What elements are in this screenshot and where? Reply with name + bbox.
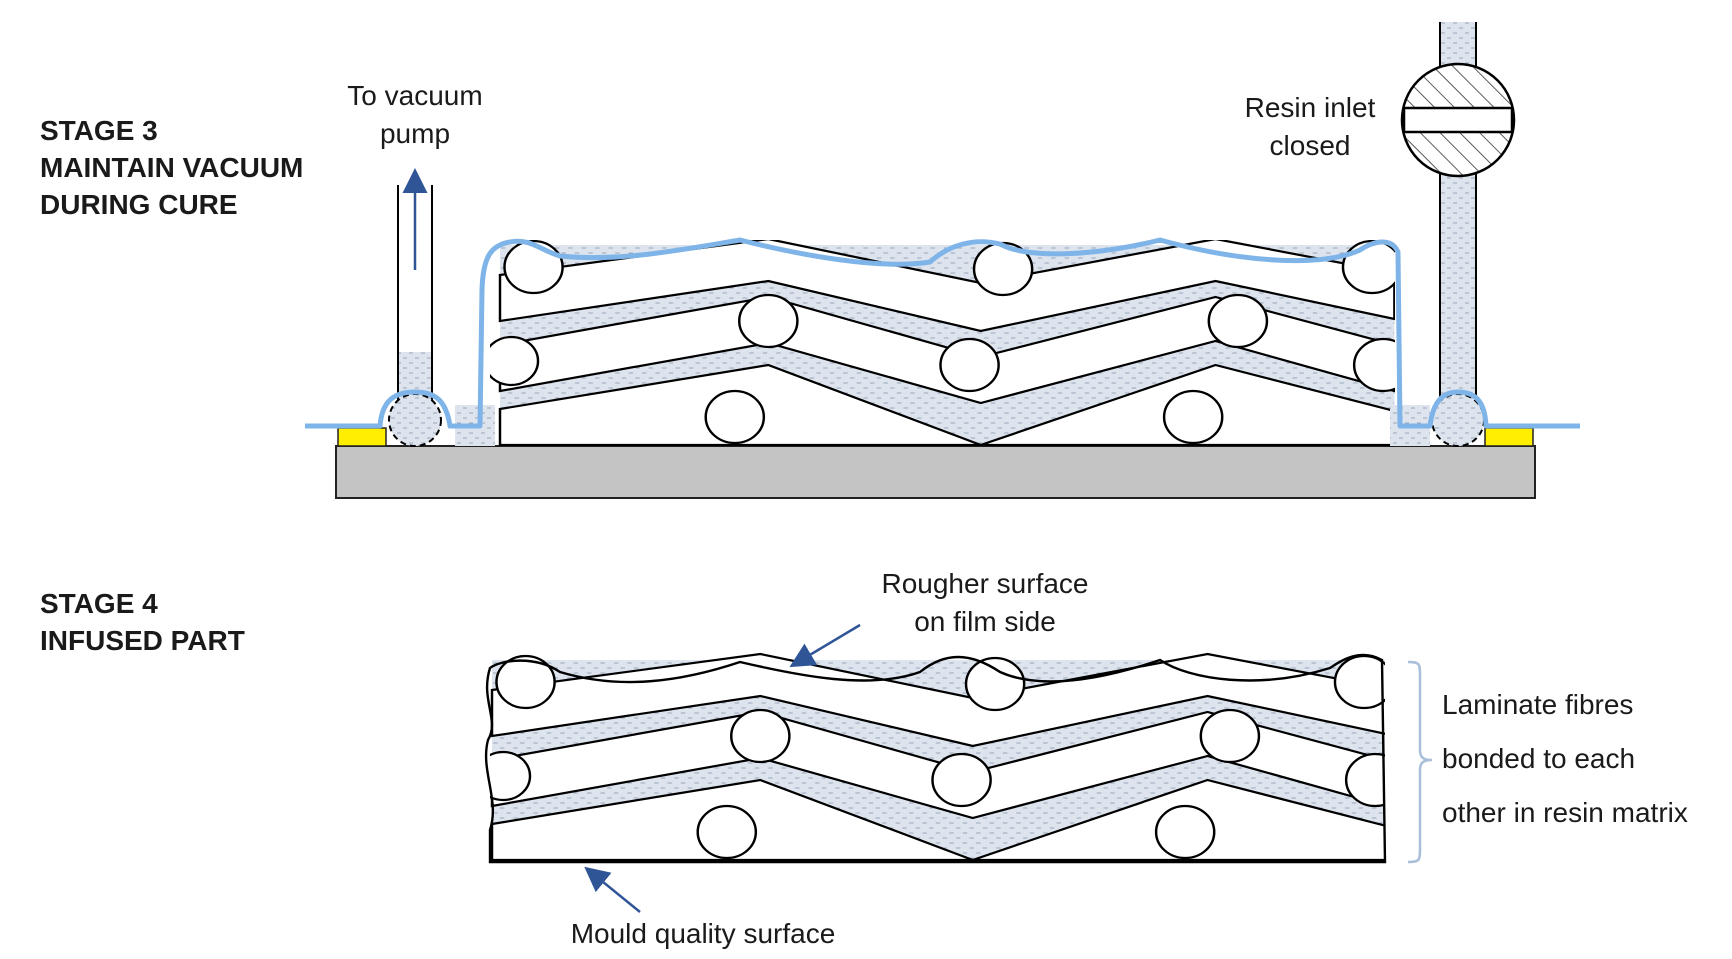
vacuum-spiral-connector	[388, 393, 442, 447]
stage4-laminate	[490, 652, 1385, 862]
stage3-subtitle-1: MAINTAIN VACUUM	[40, 152, 303, 183]
vacuum-pump-label-2: pump	[380, 118, 450, 149]
sealant-tape-left	[337, 427, 387, 447]
resin-inlet-label-2: closed	[1270, 130, 1351, 161]
rougher-surface-label-1: Rougher surface	[881, 568, 1088, 599]
rougher-surface-label-2: on film side	[914, 606, 1056, 637]
closed-valve-icon	[1400, 62, 1516, 178]
laminate-bracket	[1407, 660, 1433, 864]
rougher-surface-arrow	[789, 623, 861, 668]
bracket-label-1: Laminate fibres	[1442, 689, 1633, 720]
stage4-title: STAGE 4	[40, 588, 158, 619]
stage3-heading: STAGE 3 MAINTAIN VACUUM DURING CURE	[40, 115, 303, 220]
resin-inlet-label-1: Resin inlet	[1245, 92, 1376, 123]
mould-tool	[335, 445, 1536, 499]
bracket-label-3: other in resin matrix	[1442, 797, 1688, 828]
infused-part-outline	[484, 653, 1387, 864]
stage3-laminate	[490, 240, 1395, 447]
stage4-heading: STAGE 4 INFUSED PART	[40, 588, 245, 656]
mould-surface-arrow	[584, 866, 641, 913]
mould-surface-label: Mould quality surface	[571, 918, 836, 949]
stage3-title: STAGE 3	[40, 115, 158, 146]
vacuum-pump-label-1: To vacuum	[347, 80, 482, 111]
vacuum-bag-film	[305, 237, 1580, 429]
bracket-label-2: bonded to each	[1442, 743, 1635, 774]
sealant-tape-right	[1484, 427, 1534, 447]
stage3-subtitle-2: DURING CURE	[40, 189, 238, 220]
stage4-subtitle: INFUSED PART	[40, 625, 245, 656]
